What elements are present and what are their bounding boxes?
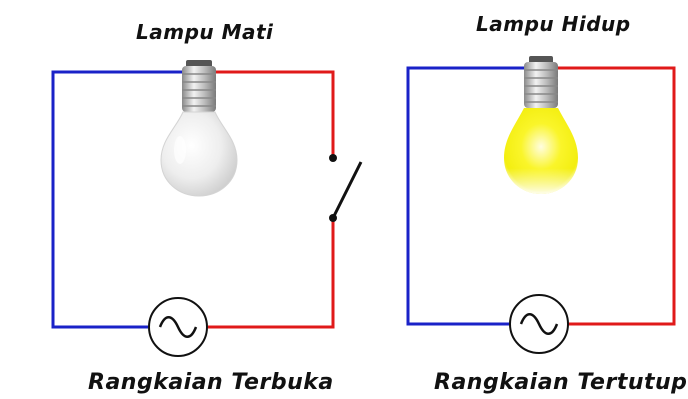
right-circuit bbox=[406, 56, 676, 354]
ac-source-icon bbox=[148, 297, 208, 357]
right-circuit-caption: Rangkaian Tertutup bbox=[434, 370, 688, 395]
light-bulb-icon bbox=[504, 56, 578, 194]
left-blue-wire bbox=[51, 70, 182, 329]
switch-icon bbox=[329, 154, 363, 222]
right-red-wire bbox=[556, 66, 676, 326]
left-red-wire-bottom bbox=[208, 218, 335, 329]
left-red-wire-top bbox=[212, 70, 335, 158]
ac-source-icon bbox=[509, 294, 569, 354]
right-blue-wire bbox=[406, 66, 526, 326]
left-circuit bbox=[51, 60, 363, 357]
left-lamp-status-title: Lampu Mati bbox=[136, 20, 274, 44]
right-lamp-status-title: Lampu Hidup bbox=[476, 12, 631, 36]
light-bulb-icon bbox=[160, 60, 238, 197]
left-circuit-caption: Rangkaian Terbuka bbox=[88, 370, 334, 395]
